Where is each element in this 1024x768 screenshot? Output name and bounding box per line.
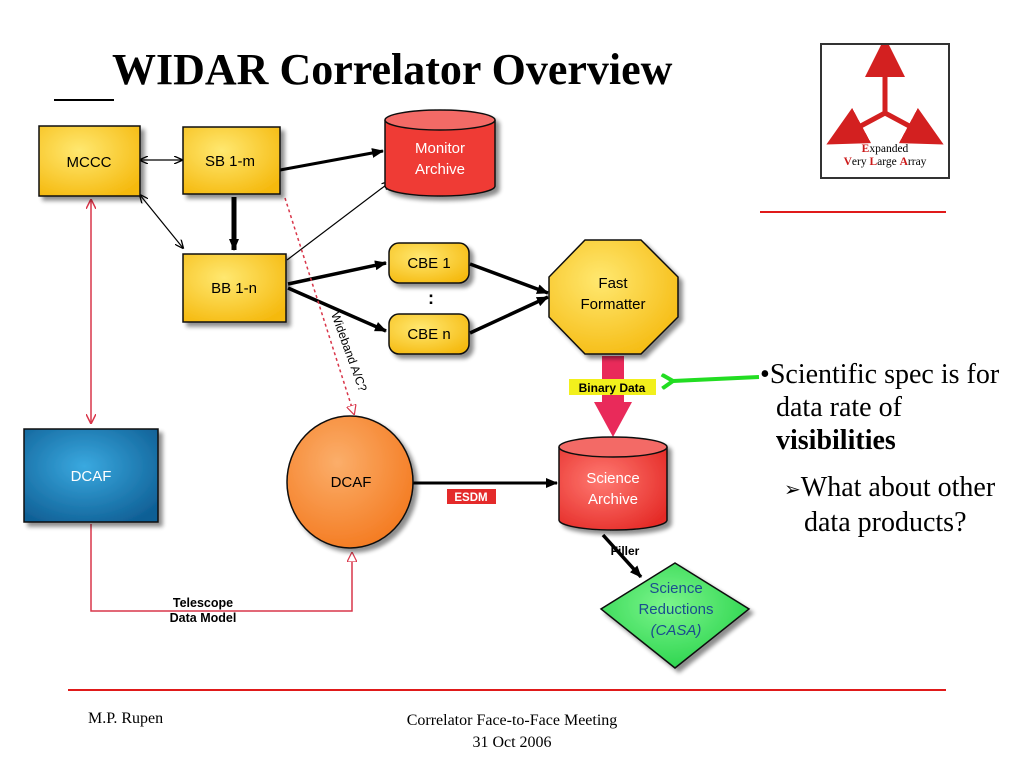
bb-cben-connector	[287, 286, 387, 333]
bullet-marker: •	[760, 359, 770, 390]
title-underline	[54, 99, 114, 101]
connectors	[140, 148, 643, 579]
mccc-label: MCCC	[67, 154, 112, 171]
sb-label: SB 1-m	[205, 153, 255, 170]
science-reductions-diamond	[599, 562, 751, 669]
telescope-data-model-connector	[90, 524, 352, 612]
bullet-sub-text: What about other data products?	[800, 472, 996, 538]
telescope-label-1: Telescope	[173, 596, 233, 610]
science-casa-connector	[601, 533, 643, 579]
dcaf-center-circle	[286, 415, 414, 549]
cbe1-formatter-connector	[469, 262, 549, 295]
monitor-archive-label-2: Archive	[415, 161, 465, 178]
science-archive-label-1: Science	[586, 470, 639, 487]
footer-rule	[68, 689, 946, 691]
bullet-list: •Scientific spec is for data rate of vis…	[760, 358, 1010, 539]
bullet-sub: ➢What about other data products?	[784, 471, 1010, 539]
logo-word-very: ery	[851, 156, 870, 168]
fast-formatter-label-1: Fast	[598, 275, 628, 292]
wideband-connector	[284, 197, 354, 414]
binary-data-tag	[569, 379, 656, 395]
bullet-main-text: Scientific spec is for data rate of	[769, 359, 1000, 423]
science-archive-label-2: Archive	[588, 491, 638, 508]
esdm-tag	[447, 489, 496, 504]
dcaf-left-box	[23, 428, 159, 523]
logo-letter-l: L	[869, 156, 878, 168]
green-pointer-arrow	[673, 377, 760, 381]
footer-date: 31 Oct 2006	[472, 734, 552, 751]
fast-formatter-octagon	[548, 239, 679, 355]
logo-letter-v: V	[843, 156, 852, 168]
cbe1-label: CBE 1	[407, 255, 450, 272]
monitor-archive-cylinder	[384, 109, 496, 197]
dcaf-left-label: DCAF	[71, 468, 112, 485]
bb-monitor-connector	[286, 182, 390, 261]
logo-letter-a: A	[899, 156, 908, 168]
evla-logo: Expanded Very Large Array	[820, 37, 950, 179]
bullet-main: •Scientific spec is for data rate of vis…	[760, 358, 1010, 457]
sb-box	[182, 126, 281, 195]
bullet-main-bold: visibilities	[776, 425, 896, 456]
top-right-rule	[760, 211, 946, 213]
science-reductions-label-3: (CASA)	[651, 622, 702, 639]
science-reductions-label-1: Science	[649, 580, 702, 597]
cben-formatter-connector	[469, 295, 549, 335]
esdm-label: ESDM	[454, 492, 487, 504]
binary-data-arrow	[594, 356, 632, 437]
footer-meeting-name: Correlator Face-to-Face Meeting	[406, 712, 618, 729]
mccc-bb-connector	[140, 195, 183, 248]
cben-box	[388, 313, 470, 355]
logo-word-large: arge	[877, 156, 900, 168]
logo-word-array: rray	[907, 156, 927, 168]
monitor-archive-label-1: Monitor	[415, 140, 465, 157]
bb-box	[182, 253, 287, 323]
evla-tripod-icon	[826, 37, 944, 145]
cben-label: CBE n	[407, 326, 450, 343]
binary-data-label: Binary Data	[579, 381, 646, 395]
arrow-bullet-icon: ➢	[784, 477, 801, 501]
sb-monitor-connector	[279, 148, 384, 172]
telescope-label-2: Data Model	[170, 611, 237, 625]
cbe1-box	[388, 242, 470, 284]
mccc-box	[38, 125, 141, 197]
logo-text: Expanded Very Large Array	[822, 143, 948, 169]
bb-cbe1-connector	[287, 260, 387, 286]
footer-meeting: Correlator Face-to-Face Meeting 31 Oct 2…	[372, 710, 652, 754]
filler-label: Filler	[611, 544, 640, 558]
dcaf-center-label: DCAF	[331, 474, 372, 491]
slide-title: WIDAR Correlator Overview	[112, 45, 673, 94]
bb-label: BB 1-n	[211, 280, 257, 297]
logo-word-expanded: xpanded	[869, 143, 909, 155]
cbe-ellipsis: :	[428, 288, 434, 308]
footer-author: M.P. Rupen	[88, 710, 164, 727]
fast-formatter-label-2: Formatter	[580, 296, 645, 313]
science-reductions-label-2: Reductions	[638, 601, 713, 618]
logo-letter-e: E	[861, 143, 870, 155]
science-archive-cylinder	[558, 436, 668, 531]
